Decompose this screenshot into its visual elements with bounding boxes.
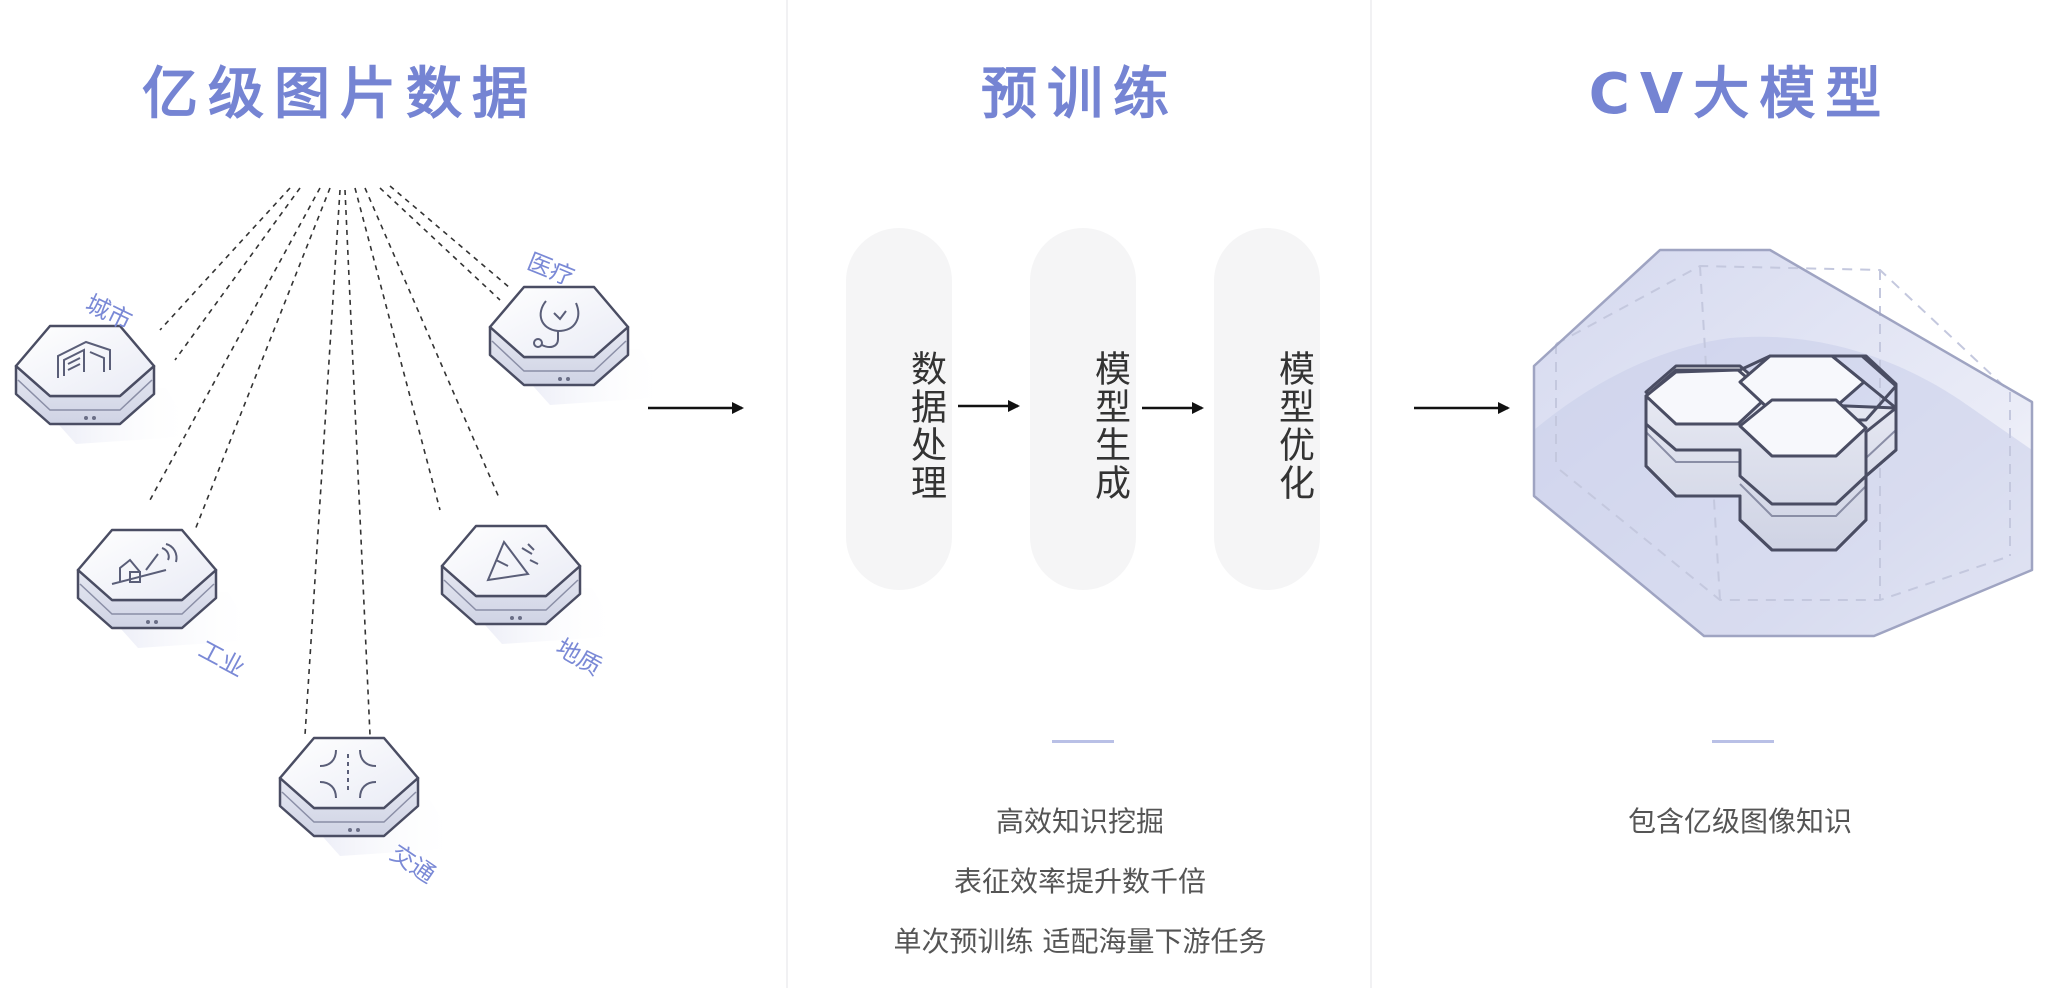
model-box [1532,248,2034,638]
pretrain-desc-2: 表征效率提升数千倍 [953,865,1206,898]
step-label: 模型生成 [1089,350,1130,502]
hex-tile-traffic [278,736,462,858]
hex-tile-city [14,324,198,446]
step-label: 模型优化 [1273,350,1314,502]
geology-mountain-icon [486,540,539,582]
source-lines [149,185,511,736]
step-label: 数据处理 [905,350,946,502]
divider-right [1370,0,1372,988]
hex-tile-medical [488,285,672,407]
pretrain-desc-3: 单次预训练 适配海量下游任务 [893,925,1267,958]
city-building-icon [57,340,111,378]
accent-dash-model [1712,740,1774,743]
pretrain-desc-1: 高效知识挖掘 [995,805,1164,838]
section-title-model: CV大模型 [1588,62,1892,127]
hex-tile-geology [440,524,624,646]
industry-robot-arm-icon [111,543,178,585]
step-pill-data-processing: 数据处理 [846,228,952,590]
traffic-intersection-icon [319,749,377,799]
model-desc-1: 包含亿级图像知识 [1627,805,1852,838]
accent-dash-pretrain [1052,740,1114,743]
divider-left [786,0,788,988]
section-title-data: 亿级图片数据 [142,62,538,127]
medical-stethoscope-icon [533,300,580,348]
step-pill-model-generation: 模型生成 [1030,228,1136,590]
section-title-pretrain: 预训练 [981,62,1179,127]
model-hexagon-cluster-icon [1644,354,1898,552]
hex-tile-industry [76,528,260,650]
step-pill-model-optimization: 模型优化 [1214,228,1320,590]
